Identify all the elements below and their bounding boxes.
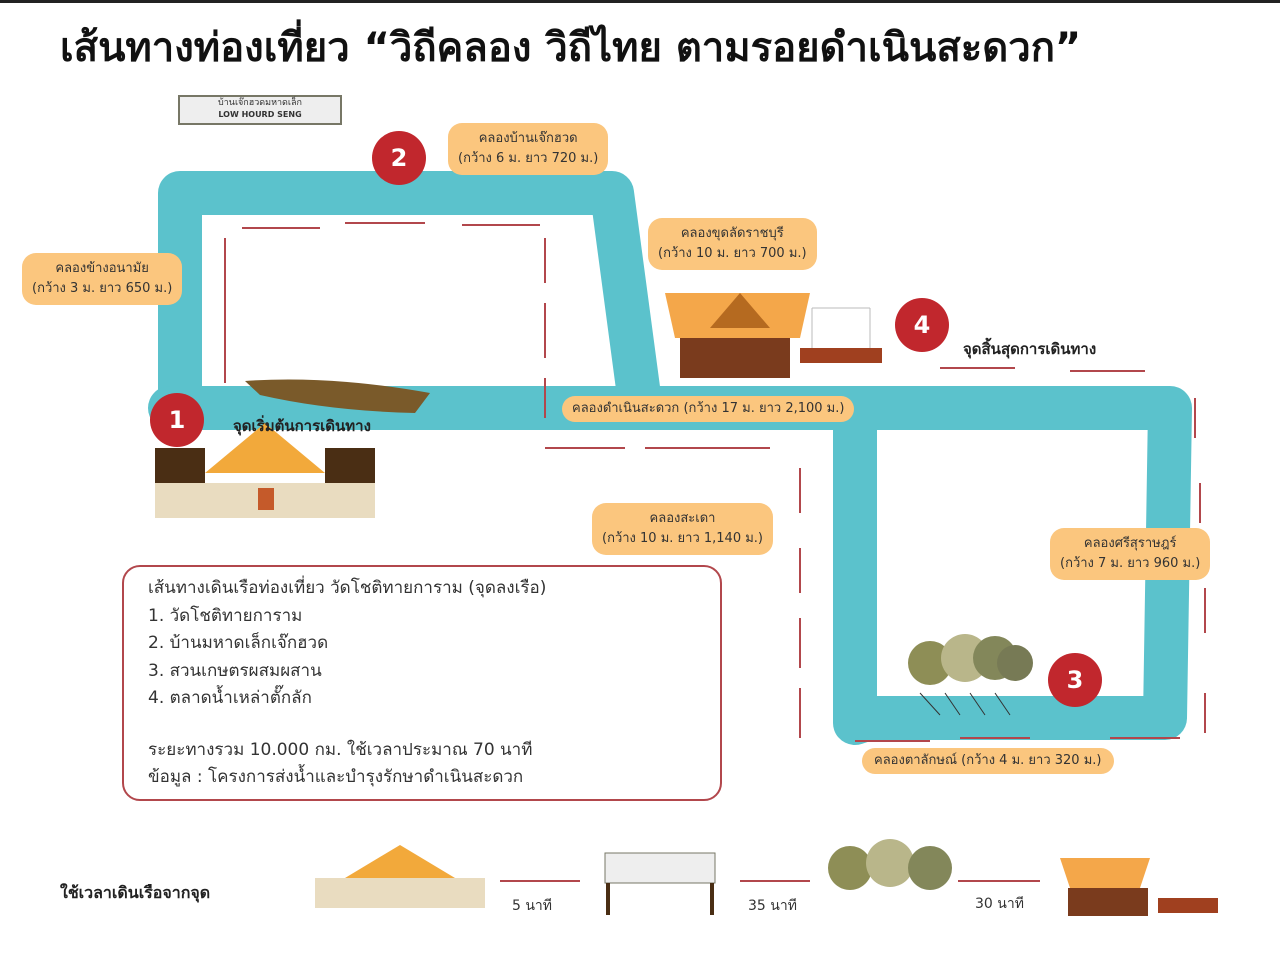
canal-label-damnoen-saduak: คลองดำเนินสะดวก (กว้าง 17 ม. ยาว 2,100 ม… [562, 396, 855, 422]
orchard-icon [908, 634, 1033, 716]
timeline-leg-1: 5 นาที [512, 898, 553, 914]
canal-label-si-surat: คลองศรีสุราษฎร์ (กว้าง 7 ม. ยาว 960 ม.) [1050, 528, 1211, 580]
info-item: 2. บ้านมหาดเล็กเจ๊กฮวด [148, 633, 329, 653]
info-source: ข้อมูล : โครงการส่งน้ำและบำรุงรักษาดำเนิ… [148, 767, 524, 787]
canal-size: (กว้าง 3 ม. ยาว 650 ม.) [32, 281, 173, 296]
info-item: 3. สวนเกษตรผสมผสาน [148, 660, 322, 681]
timeline-label: ใช้เวลาเดินเรือจากจุด [60, 883, 211, 902]
page-title: เส้นทางท่องเที่ยว “วิถีคลอง วิถีไทย ตามร… [60, 25, 1082, 71]
canal-size: (กว้าง 10 ม. ยาว 1,140 ม.) [602, 531, 764, 546]
canal-size: (กว้าง 10 ม. ยาว 700 ม.) [658, 246, 807, 261]
canal-size: (กว้าง 7 ม. ยาว 960 ม.) [1060, 556, 1201, 571]
canal-label-khut-lat-ratchaburi: คลองขุดลัดราชบุรี (กว้าง 10 ม. ยาว 700 ม.… [648, 218, 817, 270]
route-info-box: เส้นทางเดินเรือท่องเที่ยว วัดโชติทายการา… [122, 565, 722, 801]
canal-lower-loop [148, 386, 1192, 745]
canal-name: คลองขุดลัดราชบุรี [680, 226, 784, 241]
boat-icon [245, 379, 430, 413]
timeline-leg-3: 30 นาที [975, 896, 1024, 912]
marker-3: 3 [1048, 653, 1102, 707]
temple-icon [155, 423, 375, 518]
canal-map [148, 171, 1218, 916]
shop-sign: บ้านเจ๊กฮวดมหาดเล็ก LOW HOURD SENG [178, 95, 342, 125]
canal-size: (กว้าง 6 ม. ยาว 720 ม.) [458, 151, 599, 166]
thai-house-icon [665, 293, 882, 378]
canal-name: คลองข้างอนามัย [55, 261, 149, 276]
canal-name: คลองบ้านเจ๊กฮวด [478, 131, 578, 146]
end-label: จุดสิ้นสุดการเดินทาง [963, 340, 1097, 358]
canal-label-khang-anamai: คลองข้างอนามัย (กว้าง 3 ม. ยาว 650 ม.) [22, 253, 183, 305]
canal-name: คลองศรีสุราษฎร์ [1083, 536, 1177, 551]
marker-4: 4 [895, 298, 949, 352]
info-heading: เส้นทางเดินเรือท่องเที่ยว วัดโชติทายการา… [148, 578, 547, 598]
sign-english-text: LOW HOURD SENG [218, 110, 302, 119]
canal-label-ban-chek-huad: คลองบ้านเจ๊กฮวด (กว้าง 6 ม. ยาว 720 ม.) [448, 123, 609, 175]
timeline-icons [315, 839, 1218, 916]
sign-thai-text: บ้านเจ๊กฮวดมหาดเล็ก [218, 98, 302, 108]
info-distance: ระยะทางรวม 10.000 กม. ใช้เวลาประมาณ 70 น… [148, 739, 533, 760]
canal-upper-loop [158, 171, 662, 425]
canal-label-ta-lak: คลองตาลักษณ์ (กว้าง 4 ม. ยาว 320 ม.) [862, 748, 1114, 774]
canal-label-sadao: คลองสะเดา (กว้าง 10 ม. ยาว 1,140 ม.) [592, 503, 774, 555]
info-item: 1. วัดโชติทายการาม [148, 605, 303, 626]
timeline-leg-2: 35 นาที [748, 898, 797, 914]
marker-2: 2 [372, 131, 426, 185]
info-item: 4. ตลาดน้ำเหล่าตั๊กลัก [148, 688, 312, 708]
route-arrows [224, 222, 1206, 742]
canal-name: คลองสะเดา [649, 511, 716, 526]
start-label: จุดเริ่มต้นการเดินทาง [233, 417, 371, 435]
marker-1: 1 [150, 393, 204, 447]
